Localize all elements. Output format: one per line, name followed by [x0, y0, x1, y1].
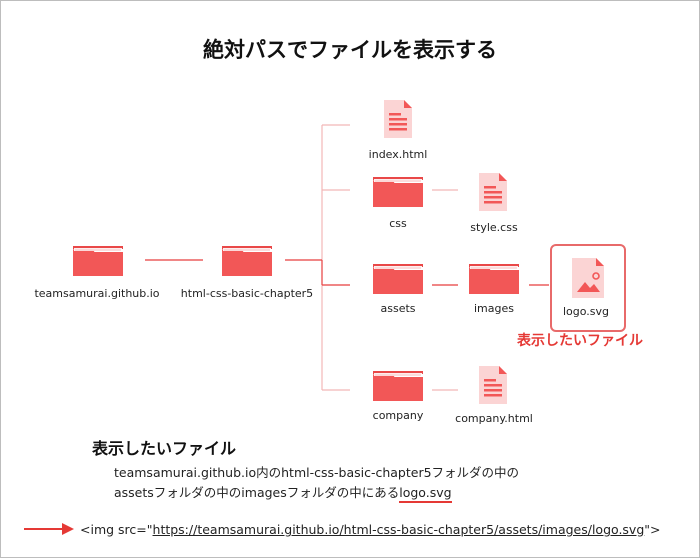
node-label-style: style.css	[470, 221, 518, 234]
explanation-line-1: teamsamurai.github.io内のhtml-css-basic-ch…	[114, 465, 520, 480]
node-label-index: index.html	[368, 148, 428, 161]
code-prefix: <img src="	[80, 522, 153, 537]
node-label-assets: assets	[380, 302, 416, 315]
folder-icon-css	[372, 176, 424, 208]
folder-icon-root	[72, 245, 124, 277]
image-file-icon	[572, 258, 604, 298]
arrow-right-icon	[24, 523, 74, 535]
file-icon-style	[479, 173, 507, 211]
explanation-line-2: assetsフォルダの中のimagesフォルダの中にあるlogo.svg	[114, 482, 452, 503]
file-icon-company-html	[479, 366, 507, 404]
tree-lines	[145, 124, 549, 391]
folder-icon-images	[468, 263, 520, 295]
img-tag-code: <img src="https://teamsamurai.github.io/…	[80, 522, 661, 537]
code-suffix: ">	[644, 522, 661, 537]
explanation-heading: 表示したいファイル	[92, 439, 237, 458]
file-icon-index	[384, 100, 412, 138]
page-title: 絶対パスでファイルを表示する	[203, 38, 497, 62]
node-label-logo: logo.svg	[562, 305, 610, 318]
explanation-target-file: logo.svg	[399, 485, 452, 503]
folder-icon-assets	[372, 263, 424, 295]
target-file-highlight	[550, 244, 626, 332]
folder-icon-project	[221, 245, 273, 277]
node-label-project: html-css-basic-chapter5	[180, 287, 314, 300]
absolute-url: https://teamsamurai.github.io/html-css-b…	[152, 522, 645, 537]
node-label-company-html: company.html	[455, 412, 533, 425]
node-label-company: company	[372, 409, 424, 422]
node-label-root: teamsamurai.github.io	[34, 287, 160, 300]
node-label-css: css	[389, 217, 407, 230]
explanation-line-2-prefix: assetsフォルダの中のimagesフォルダの中にある	[114, 485, 400, 500]
highlight-caption: 表示したいファイル	[517, 333, 643, 349]
folder-icon-company	[372, 370, 424, 402]
node-label-images: images	[474, 302, 514, 315]
